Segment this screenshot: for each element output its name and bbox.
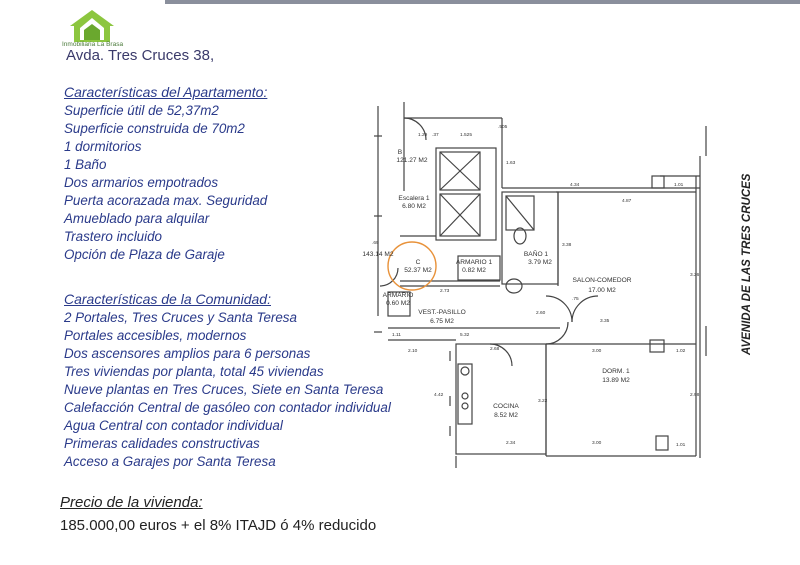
community-item: Tres viviendas por planta, total 45 vivi…: [64, 364, 324, 379]
dimension-label: 2.10: [408, 348, 418, 354]
community-item: Nueve plantas en Tres Cruces, Siete en S…: [64, 382, 384, 397]
dimension-label: 1.29: [418, 132, 428, 138]
apartment-item: Puerta acorazada max. Seguridad: [64, 193, 268, 208]
room-area: 13.89 M2: [602, 377, 630, 384]
dimension-label: 3.00: [592, 440, 602, 446]
dimension-label: 2.98: [690, 392, 700, 398]
community-item: Primeras calidades constructivas: [64, 436, 260, 451]
apartment-item: Superficie útil de 52,37m2: [64, 103, 219, 118]
community-item: Calefacción Central de gasóleo con conta…: [64, 400, 391, 415]
logo-text: Inmobiliaria La Brasa: [62, 41, 124, 48]
dimension-label: .505: [498, 124, 508, 130]
room-label: BAÑO 1: [524, 249, 549, 258]
dimension-label: 2.34: [506, 440, 516, 446]
apartment-item: Superficie construida de 70m2: [64, 121, 245, 136]
dimension-label: .69: [372, 240, 379, 246]
room-label: C: [416, 259, 421, 266]
dimension-label: 1.525: [460, 132, 472, 138]
room-area: 3.79 M2: [528, 259, 552, 266]
dimension-label: 3.00: [592, 348, 602, 354]
dimension-label: 1.01: [674, 182, 684, 188]
room-label: VEST.-PASILLO: [418, 309, 466, 316]
community-item: Acceso a Garajes por Santa Teresa: [64, 454, 276, 469]
price-value: 185.000,00 euros + el 8% ITAJD ó 4% redu…: [60, 517, 377, 534]
room-label: COCINA: [493, 403, 519, 410]
room-area: 52.37 M2: [404, 267, 432, 274]
dimension-label: 4.87: [622, 198, 632, 204]
floor-plan: B 121.27 M2 Escalera 1 6.80 M2 C 52.37 M…: [362, 102, 707, 468]
dimension-label: 3.35: [600, 318, 610, 324]
top-bar: [165, 0, 800, 4]
dimension-label: 5.32: [460, 332, 470, 338]
street-name: AVENIDA DE LAS TRES CRUCES: [741, 173, 753, 356]
dimension-label: 3.22: [538, 398, 548, 404]
room-label: DORM. 1: [602, 368, 630, 375]
dimension-label: 3.26: [690, 272, 700, 278]
community-heading: Características de la Comunidad:: [64, 291, 271, 307]
dimension-label: 1.11: [392, 332, 401, 338]
street-label: AVENIDA DE LAS TRES CRUCES: [741, 173, 753, 356]
room-area: 143.14 M2: [362, 251, 393, 258]
dimension-label: .37: [432, 132, 439, 138]
dimension-label: 4.34: [570, 182, 580, 188]
dimension-label: 2.73: [440, 288, 450, 294]
dimension-label: 1.63: [506, 160, 516, 166]
community-item: 2 Portales, Tres Cruces y Santa Teresa: [64, 310, 297, 325]
room-area: 17.00 M2: [588, 287, 616, 294]
room-label: B: [398, 149, 403, 156]
room-label: Escalera 1: [398, 195, 429, 202]
dimension-label: 1.01: [676, 442, 686, 448]
apartment-item: Dos armarios empotrados: [64, 175, 219, 190]
room-label: ARMARIO: [383, 292, 414, 299]
apartment-heading: Características del Apartamento:: [64, 84, 268, 100]
dimension-label: 4.42: [434, 392, 444, 398]
room-label: SALON-COMEDOR: [573, 277, 632, 284]
room-label: ARMARIO 1: [456, 259, 493, 266]
apartment-item: Trastero incluido: [64, 229, 162, 244]
apartment-item: Amueblado para alquilar: [64, 211, 210, 226]
dimension-label: 1.02: [676, 348, 686, 354]
dimension-label: 3.38: [562, 242, 572, 248]
room-area: 6.80 M2: [402, 203, 426, 210]
apartment-item: 1 Baño: [64, 157, 107, 172]
community-item: Portales accesibles, modernos: [64, 328, 247, 343]
house-logo-icon: [70, 10, 114, 42]
room-area: 0.60 M2: [386, 300, 410, 307]
address-text: Avda. Tres Cruces 38,: [66, 47, 215, 64]
room-area: 8.52 M2: [494, 412, 518, 419]
room-area: 121.27 M2: [396, 157, 427, 164]
room-area: 0.82 M2: [462, 267, 486, 274]
dimension-label: .75: [572, 296, 579, 302]
dimension-label: 2.60: [536, 310, 546, 316]
price-heading: Precio de la vivienda:: [60, 494, 203, 511]
apartment-item: 1 dormitorios: [64, 139, 142, 154]
dimension-label: 2.68: [490, 346, 500, 352]
room-area: 6.75 M2: [430, 318, 454, 325]
community-item: Dos ascensores amplios para 6 personas: [64, 346, 311, 361]
apartment-item: Opción de Plaza de Garaje: [64, 247, 225, 262]
community-item: Agua Central con contador individual: [64, 418, 283, 433]
